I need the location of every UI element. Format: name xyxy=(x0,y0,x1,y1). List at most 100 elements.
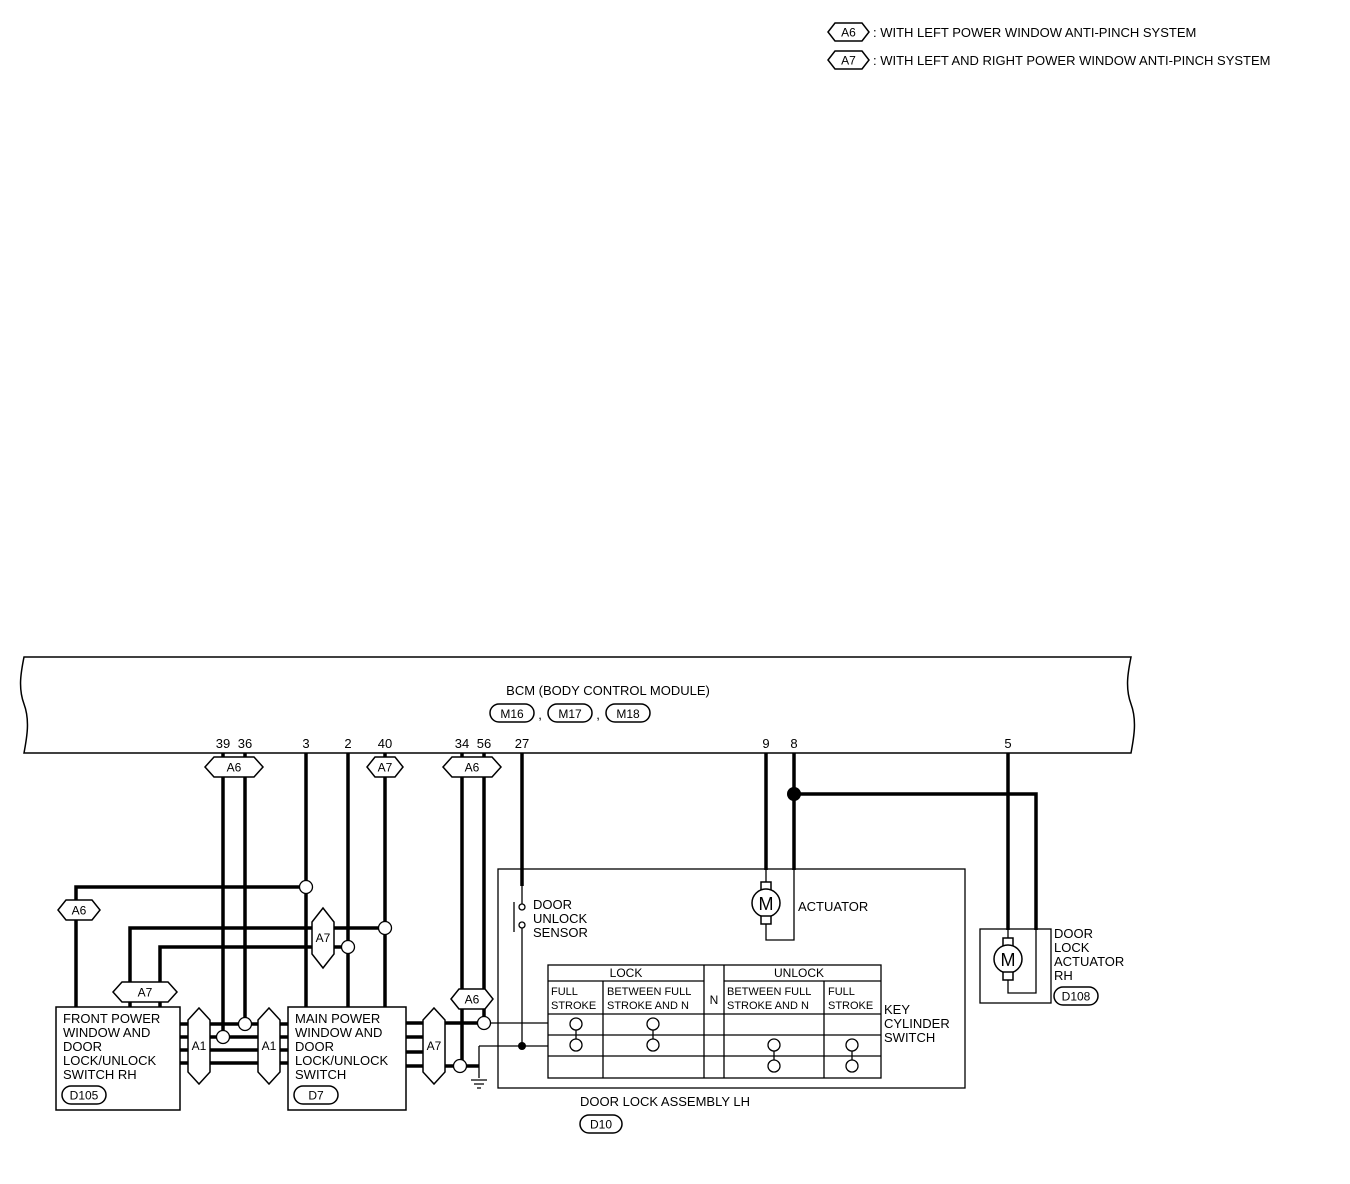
rh-actuator-brush xyxy=(1002,971,1014,981)
main-switch-label-line: LOCK/UNLOCK xyxy=(295,1053,389,1068)
sensor-contact xyxy=(518,903,526,911)
option-a7-label: A7 xyxy=(316,931,331,945)
option-a6-label: A6 xyxy=(465,993,480,1007)
option-a1-marker xyxy=(187,1006,211,1086)
junction-node xyxy=(298,879,314,895)
junction-node xyxy=(215,1029,231,1045)
door-lock-actuator-rh-connector-badge xyxy=(1053,986,1099,1006)
option-a6-marker xyxy=(450,988,494,1010)
front-switch-label-line: WINDOW AND xyxy=(63,1025,150,1040)
between-full-header-line: BETWEEN FULL xyxy=(727,986,811,998)
junction-node xyxy=(377,920,393,936)
between-full-header-line: STROKE AND N xyxy=(607,1000,689,1012)
door-lock-assembly-label: DOOR LOCK ASSEMBLY LH xyxy=(580,1094,750,1109)
continuity-lock-full xyxy=(569,1017,583,1052)
splice-dot xyxy=(787,787,801,801)
door-lock-assembly-connector-badge xyxy=(579,1114,623,1134)
ground-icon xyxy=(471,1079,487,1089)
option-a7-marker xyxy=(366,756,404,778)
bcm-connector-separator: , xyxy=(596,707,600,722)
actuator: M ACTUATOR xyxy=(751,870,868,941)
pin-2: 2 xyxy=(344,736,351,751)
front-switch-label-line: SWITCH RH xyxy=(63,1067,137,1082)
bcm-title: BCM (BODY CONTROL MODULE) xyxy=(506,683,710,698)
actuator-label: ACTUATOR xyxy=(798,899,868,914)
continuity-unlock-between xyxy=(767,1038,781,1073)
table-rule xyxy=(548,1013,881,1057)
junction-node xyxy=(237,1016,253,1032)
option-a6-marker xyxy=(57,899,101,921)
junction-node xyxy=(452,1058,468,1074)
main-switch-label-line: SWITCH xyxy=(295,1067,346,1082)
pin-56: 56 xyxy=(477,736,491,751)
key-cylinder-switch-table: LOCK UNLOCK N FULL STROKE BETWEEN FULL S… xyxy=(547,964,882,1079)
continuity-unlock-full xyxy=(845,1038,859,1073)
option-a7-label: A7 xyxy=(427,1039,442,1053)
pin-27: 27 xyxy=(515,736,529,751)
key-cylinder-table-outline xyxy=(547,964,882,1079)
main-switch-connector: D7 xyxy=(308,1089,324,1103)
bcm-pin-labels: 39 36 3 2 40 34 56 27 9 8 5 xyxy=(216,736,1012,751)
door-unlock-sensor: DOOR UNLOCK SENSOR xyxy=(513,886,588,940)
option-a1-label: A1 xyxy=(262,1039,277,1053)
between-full-header-line: STROKE AND N xyxy=(727,1000,809,1012)
continuity-node xyxy=(646,1038,660,1052)
option-a7-marker xyxy=(422,1006,446,1086)
legend-item-a6: A6 : WITH LEFT POWER WINDOW ANTI-PINCH S… xyxy=(827,22,1196,42)
front-switch-label-line: LOCK/UNLOCK xyxy=(63,1053,157,1068)
continuity-lock-between xyxy=(646,1017,660,1052)
option-a6-label: A6 xyxy=(72,904,87,918)
pin-5: 5 xyxy=(1004,736,1011,751)
option-a7-marker xyxy=(111,981,179,1003)
wire-pin-8-to-rh-actuator xyxy=(794,792,1038,930)
full-stroke-header-line: STROKE xyxy=(551,1000,596,1012)
key-cylinder-unlock-header: UNLOCK xyxy=(774,966,824,980)
pin-39: 39 xyxy=(216,736,230,751)
option-a6-marker xyxy=(203,756,265,778)
front-switch-label-line: FRONT POWER xyxy=(63,1011,160,1026)
door-lock-actuator-rh-connector: D108 xyxy=(1062,990,1091,1004)
continuity-node xyxy=(767,1059,781,1073)
option-a1-label: A1 xyxy=(192,1039,207,1053)
continuity-node xyxy=(646,1017,660,1031)
pin-40: 40 xyxy=(378,736,392,751)
legend-a6-code: A6 xyxy=(841,26,856,40)
junction-node xyxy=(340,939,356,955)
door-unlock-sensor-label-line: SENSOR xyxy=(533,925,588,940)
option-a6-label: A6 xyxy=(227,761,242,775)
bcm-connector-separator: , xyxy=(538,707,542,722)
wire-pin-3-branch-a6 xyxy=(74,885,306,1007)
option-a7-marker xyxy=(311,906,335,970)
main-power-window-switch: MAIN POWER WINDOW AND DOOR LOCK/UNLOCK S… xyxy=(287,1006,407,1111)
full-stroke-header-line: FULL xyxy=(828,986,855,998)
option-markers: A6 A7 A6 A6 A7 A7 A6 A1 A1 A7 xyxy=(57,756,503,1086)
pin-36: 36 xyxy=(238,736,252,751)
bcm-connector-m17-badge xyxy=(547,703,593,723)
actuator-brush xyxy=(760,915,772,925)
option-a7-label: A7 xyxy=(378,761,393,775)
door-lock-actuator-rh-label-line: RH xyxy=(1054,968,1073,983)
key-cylinder-label-line: SWITCH xyxy=(884,1030,935,1045)
continuity-node xyxy=(767,1038,781,1052)
door-lock-actuator-rh-label-line: ACTUATOR xyxy=(1054,954,1124,969)
main-switch-label-line: WINDOW AND xyxy=(295,1025,382,1040)
bcm-connector-m16: M16 xyxy=(500,707,524,721)
full-stroke-header-line: FULL xyxy=(551,986,578,998)
front-switch-connector: D105 xyxy=(70,1089,99,1103)
rh-motor-symbol: M xyxy=(1001,950,1016,970)
junction-nodes xyxy=(215,787,801,1074)
bcm-block: BCM (BODY CONTROL MODULE) M16 , M17 , M1… xyxy=(19,656,1136,754)
continuity-node xyxy=(569,1017,583,1031)
legend-a7-text: : WITH LEFT AND RIGHT POWER WINDOW ANTI-… xyxy=(873,53,1270,68)
legend-a6-text: : WITH LEFT POWER WINDOW ANTI-PINCH SYST… xyxy=(873,25,1196,40)
pin-9: 9 xyxy=(762,736,769,751)
main-switch-label-line: MAIN POWER xyxy=(295,1011,380,1026)
door-lock-actuator-rh: M DOOR LOCK ACTUATOR RH D108 xyxy=(979,926,1124,1006)
pin-3: 3 xyxy=(302,736,309,751)
main-switch-label-line: DOOR xyxy=(295,1039,334,1054)
continuity-node xyxy=(569,1038,583,1052)
legend-a6-symbol xyxy=(827,22,870,42)
continuity-node xyxy=(845,1038,859,1052)
door-lock-actuator-rh-box xyxy=(979,928,1052,1004)
